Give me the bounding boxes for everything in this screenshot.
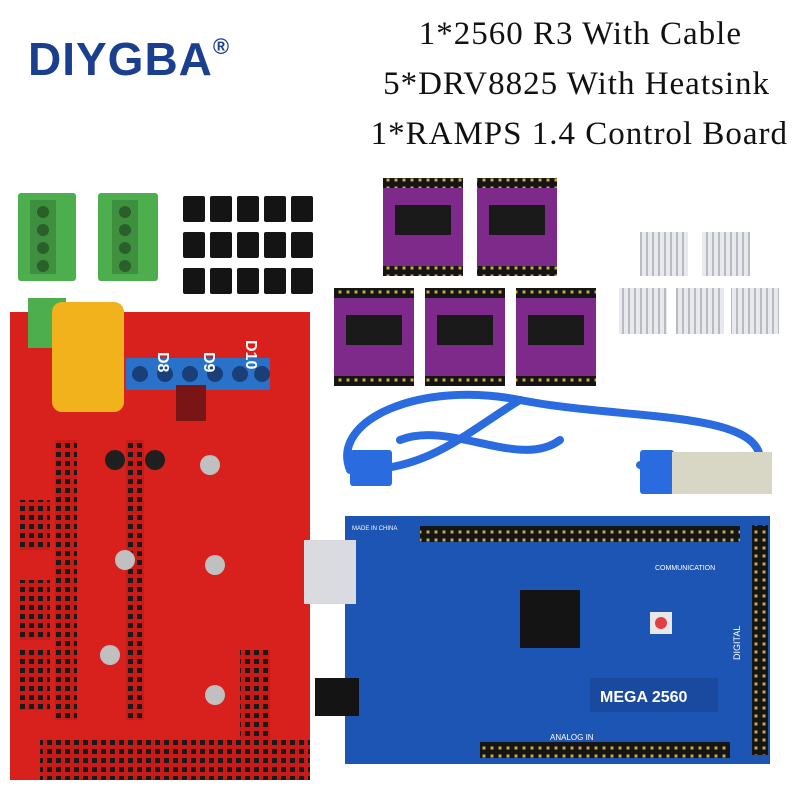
digital-label: DIGITAL [732, 626, 742, 660]
spec-line-drivers: 5*DRV8825 With Heatsink [383, 66, 770, 102]
spec-line-ramps: 1*RAMPS 1.4 Control Board [370, 116, 788, 152]
mega-label: MEGA 2560 [600, 689, 688, 706]
communication-label: COMMUNICATION [655, 565, 715, 572]
jumper-caps [183, 196, 313, 294]
terminal-blocks [18, 193, 158, 281]
usb-plug-a-metal [672, 452, 772, 494]
ramps-label-d10: D10 [242, 340, 259, 369]
ramps-label-d8: D8 [154, 352, 171, 373]
analog-label: ANALOG IN [550, 733, 594, 742]
usb-plug-a-body [640, 450, 674, 494]
made-in-label: MADE IN CHINA [352, 526, 397, 532]
registered-mark: ® [212, 34, 231, 59]
driver-modules [334, 178, 596, 386]
brand-logo: DIYGBA® [28, 32, 230, 86]
usb-plug-b [350, 450, 392, 486]
spec-line-board: 1*2560 R3 With Cable [418, 16, 742, 52]
heatsinks [619, 232, 779, 334]
brand-name: DIYGBA [28, 33, 213, 85]
ramps-label-d9: D9 [200, 352, 217, 373]
ramps-board [10, 298, 310, 780]
mega-board [304, 516, 770, 764]
